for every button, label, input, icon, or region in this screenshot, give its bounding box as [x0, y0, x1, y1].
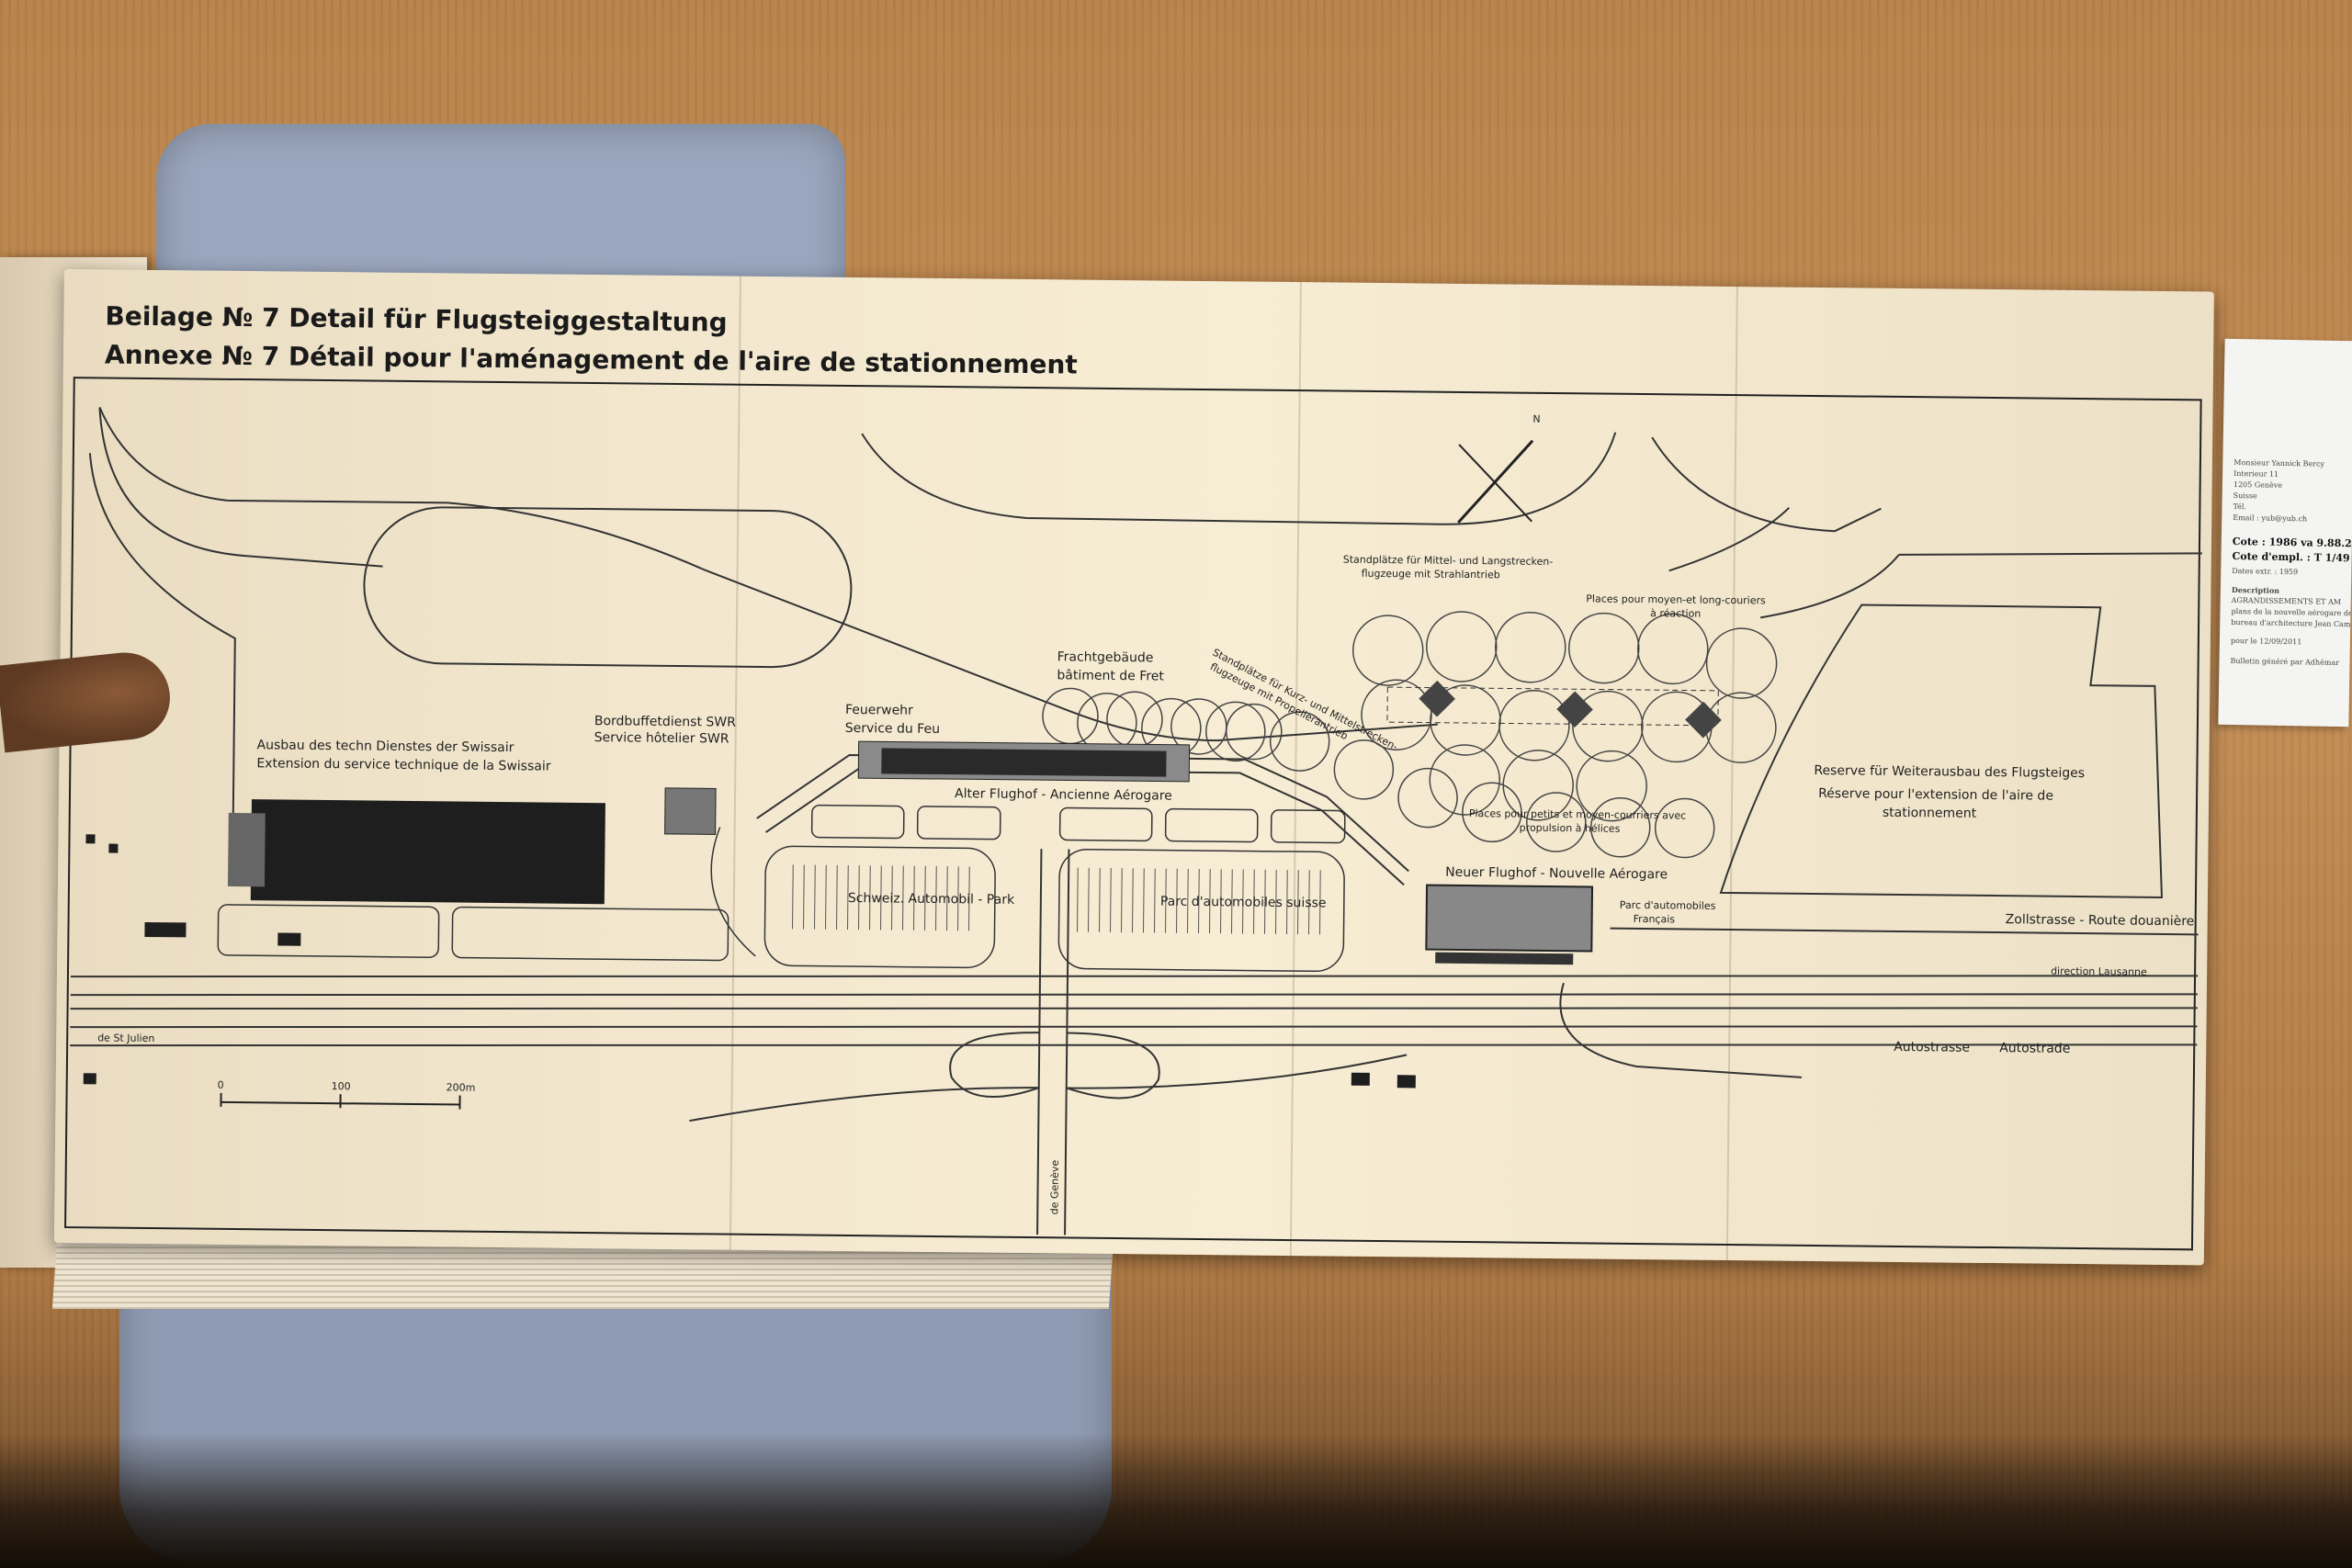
apron-edge [756, 753, 1409, 873]
archive-line: plans de la nouvelle aérogare de [2231, 606, 2352, 618]
customs-road-label: Zollstrasse - Route douanière [2006, 912, 2195, 929]
parking-lots [763, 804, 1346, 973]
archive-line: Monsieur Yannick Bercy [2233, 457, 2325, 468]
foldout-plan-sheet: Beilage № 7 Detail für Flugsteiggestaltu… [53, 269, 2214, 1266]
jet-stand-label-de: Standplätze für Mittel- und Langstrecken… [1343, 554, 1554, 568]
archive-line: Dates extr. : 1959 [2232, 566, 2299, 577]
archive-cote-empl: Cote d'empl. : T 1/49 [2232, 549, 2350, 565]
archive-line: Suisse [2233, 491, 2257, 501]
parking-french-label-2: Français [1634, 913, 1676, 925]
old-terminal-label: Alter Flughof - Ancienne Aérogare [955, 786, 1172, 803]
swr-label-fr: Service hôtelier SWR [594, 730, 729, 747]
archive-line: bureau d'architecture Jean Camo [2231, 617, 2352, 629]
freight-label-fr: bâtiment de Fret [1057, 668, 1164, 683]
new-terminal-gates [1435, 952, 1574, 965]
geneve-label: de Genève [1048, 1159, 1061, 1214]
geneve-label-group: de Genève [1048, 1159, 1061, 1214]
parking-stripes [792, 864, 1321, 935]
new-terminal-building [1425, 884, 1594, 953]
archive-line: Email : yub@yub.ch [2233, 513, 2308, 524]
fire-label-de: Feuerwehr [845, 703, 913, 718]
taxiway-curve [98, 407, 383, 568]
swissair-annex [227, 812, 266, 887]
reserve-label-fr: Réserve pour l'extension de l'aire de [1818, 786, 2053, 804]
scale-bar: 0 100 200m [218, 1079, 476, 1110]
archive-line: Description [2231, 584, 2280, 595]
reserve-area [1719, 604, 2163, 898]
taxi-island [363, 506, 853, 669]
taxiway-line [98, 407, 1438, 742]
plan-border [64, 377, 2202, 1251]
north-letter: N [1532, 413, 1540, 425]
scale-tick-200: 200m [447, 1081, 476, 1093]
parking-swiss-label-de: Schweiz. Automobil - Park [848, 891, 1015, 908]
apron-edge-inner [765, 768, 1405, 886]
swr-label-de: Bordbuffetdienst SWR [594, 714, 736, 730]
lausanne-label: direction Lausanne [2051, 965, 2147, 978]
archive-line: 1205 Genève [2233, 479, 2283, 490]
archive-line: Interieur 11 [2233, 468, 2279, 479]
taxiway-curve-top [861, 432, 1617, 525]
customs-road [1610, 927, 2199, 936]
taxiway-curve [1759, 554, 1900, 619]
archive-line: Tél. [2233, 502, 2247, 512]
prop-stand-label-de-group: Standplätze für Kurz- und Mittelstrecken… [1208, 647, 1400, 753]
archive-line: pour le 12/09/2011 [2230, 636, 2302, 647]
prop-stand-label-fr: Places pour petits et moyen-courriers av… [1469, 807, 1686, 821]
scale-tick-0: 0 [218, 1079, 224, 1091]
parking-swiss-label-fr: Parc d'automobiles suisse [1160, 895, 1327, 911]
new-terminal-label: Neuer Flughof - Nouvelle Aérogare [1445, 865, 1668, 883]
taxiway-line-right [1898, 552, 2202, 556]
plan-title-fr: Annexe № 7 Détail pour l'aménagement de … [105, 339, 1078, 379]
swissair-technical-building [250, 799, 605, 905]
site-plan-drawing: Beilage № 7 Detail für Flugsteiggestaltu… [64, 300, 2202, 1251]
jet-pier-nodes [1419, 680, 1722, 739]
jet-stand-label-de-2: flugzeuge mit Strahlantrieb [1362, 568, 1500, 581]
prop-stand-label-fr-2: propulsion à hélices [1520, 822, 1621, 835]
reserve-label-de: Reserve für Weiterausbau des Flugsteiges [1814, 763, 2085, 781]
freight-label-de: Frachtgebäude [1057, 649, 1154, 665]
reserve-label-fr-2: stationnement [1883, 806, 1977, 821]
swissair-label-fr: Extension du service technique de la Swi… [256, 756, 551, 773]
swissair-label-de: Ausbau des techn Dienstes der Swissair [257, 738, 514, 755]
taxiway-curve-right [1651, 436, 1882, 533]
prop-stand-label-de-2: flugzeuge mit Propellerantrieb [1208, 660, 1350, 742]
old-terminal-core [881, 748, 1167, 777]
jet-stand-label-fr: Places pour moyen-et long-couriers [1586, 592, 1766, 606]
jet-stand-label-fr-2: à réaction [1650, 607, 1701, 620]
archive-cote: Cote : 1986 va 9.88.26 [2232, 535, 2352, 550]
jet-pier [1386, 686, 1719, 727]
fire-label-fr: Service du Feu [845, 721, 940, 737]
archive-line: AGRANDISSEMENTS ET AM [2231, 595, 2342, 607]
autostrasse-label: Autostrasse [1894, 1040, 1970, 1055]
archive-line: Bulletin généré par Adhémar [2230, 656, 2340, 668]
parking-french-label: Parc d'automobiles [1620, 899, 1716, 912]
scale-tick-100: 100 [332, 1080, 351, 1092]
interchange [689, 849, 1802, 1235]
taxiway-curve-left [88, 453, 236, 813]
taxiway-curve [1668, 506, 1791, 572]
archive-slip: Monsieur Yannick Bercy Interieur 11 1205… [2218, 338, 2352, 728]
autostrade-label: Autostrade [1999, 1041, 2070, 1056]
plan-title-de: Beilage № 7 Detail für Flugsteiggestaltu… [105, 300, 728, 337]
swr-building [664, 787, 717, 835]
st-julien-label: de St Julien [97, 1032, 154, 1044]
north-arrow: N [1457, 413, 1541, 524]
roads-left [217, 827, 756, 962]
prop-stand-label-de: Standplätze für Kurz- und Mittelstrecken… [1211, 647, 1400, 753]
motorway [70, 975, 2199, 1047]
small-buildings [83, 834, 1416, 1089]
desk-shadow [0, 1433, 2352, 1568]
